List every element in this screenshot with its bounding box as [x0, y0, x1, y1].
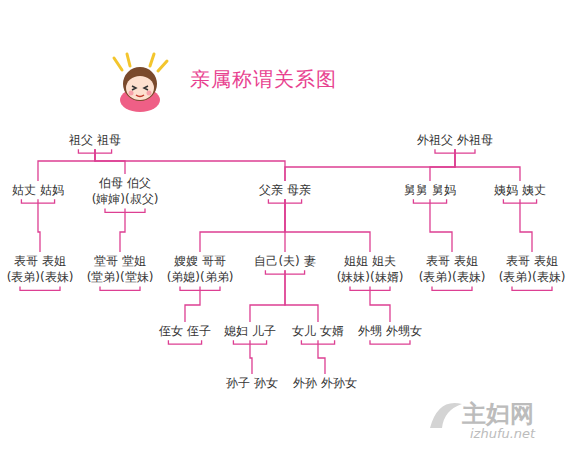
kinship-line [455, 149, 520, 181]
kin-term-text: 嫂嫂 哥哥 (弟媳)(弟弟) [164, 253, 236, 285]
icon-blush [147, 91, 152, 96]
kin-term-text: 姑丈 姑妈 [12, 182, 64, 198]
kin-term: 女儿 女婿 [292, 322, 344, 340]
couple-bracket [512, 286, 552, 290]
kin-term-text: 侄女 侄子 [159, 323, 211, 339]
kin-term-text: 表哥 表姐 (表弟)(表妹) [416, 253, 488, 285]
kin-term-text: 外甥 外甥女 [358, 323, 422, 339]
kin-term: 姨妈 姨丈 [494, 181, 546, 199]
kin-term: 媳妇 儿子 [224, 322, 276, 340]
kin-term: 外祖父 外祖母 [417, 131, 493, 149]
kin-term: 外甥 外甥女 [358, 322, 422, 340]
kin-term: 表哥 表姐 (表弟)(表妹) [4, 252, 76, 286]
kinship-line [285, 199, 370, 252]
kin-term: 侄女 侄子 [159, 322, 211, 340]
couple-bracket [168, 340, 201, 344]
kin-term: 堂哥 堂姐 (堂弟)(堂妹) [84, 252, 156, 286]
kin-term-text: 媳妇 儿子 [224, 323, 276, 339]
couple-bracket [370, 340, 410, 344]
couple-bracket [100, 286, 140, 290]
cartoon-girl-icon [114, 54, 167, 112]
kin-term-text: 外祖父 外祖母 [417, 132, 493, 148]
kin-term-text: 父亲 母亲 [259, 182, 311, 198]
kin-term-text: 舅舅 舅妈 [404, 182, 456, 198]
connectors [38, 149, 532, 374]
kin-term-text: 表哥 表姐 (表弟)(表妹) [4, 253, 76, 285]
kin-term-text: 堂哥 堂姐 (堂弟)(堂妹) [84, 253, 156, 285]
couple-bracket [20, 286, 60, 290]
kinship-line [38, 199, 40, 252]
kinship-line [430, 149, 455, 181]
kin-term-text: 伯母 伯父 (婶婶)(叔父) [88, 175, 162, 207]
watermark-text: 主妇网 [462, 398, 534, 430]
kin-term: 孙子 孙女 [226, 374, 278, 392]
watermark-logo [430, 403, 462, 428]
icon-mouth [136, 95, 144, 97]
kinship-line [430, 199, 452, 252]
icon-hair [123, 67, 157, 101]
kin-term: 舅舅 舅妈 [404, 181, 456, 199]
kin-term-text: 姨妈 姨丈 [494, 182, 546, 198]
kin-term: 表哥 表姐 (表弟)(表妹) [496, 252, 568, 286]
kin-term-text: 自己(夫) 妻 [254, 253, 315, 269]
kin-term: 嫂嫂 哥哥 (弟媳)(弟弟) [164, 252, 236, 286]
kin-term: 自己(夫) 妻 [254, 252, 315, 270]
kin-term-text: 姐姐 姐夫 (妹妹)(妹婿) [334, 253, 406, 285]
kin-term: 外孙 外孙女 [293, 374, 357, 392]
kinship-line [370, 286, 390, 322]
diagram-title: 亲属称谓关系图 [190, 66, 337, 93]
kinship-line [250, 270, 285, 322]
kinship-line [120, 208, 125, 252]
couple-brackets [20, 149, 552, 344]
icon-face [126, 76, 154, 100]
kinship-line [318, 340, 325, 374]
icon-fringe [126, 70, 154, 80]
icon-blush [129, 91, 134, 96]
kin-term: 伯母 伯父 (婶婶)(叔父) [88, 174, 162, 208]
kinship-line [38, 149, 95, 181]
couple-bracket [432, 286, 472, 290]
kinship-line [520, 199, 532, 252]
icon-eyes [132, 86, 148, 90]
kin-term-text: 祖父 祖母 [69, 132, 121, 148]
kinship-line [185, 286, 200, 322]
kin-term-text: 女儿 女婿 [292, 323, 344, 339]
kin-term-text: 孙子 孙女 [226, 375, 278, 391]
logo-swirl [430, 403, 462, 428]
kin-term-text: 表哥 表姐 (表弟)(表妹) [496, 253, 568, 285]
kin-term: 祖父 祖母 [69, 131, 121, 149]
kin-term: 父亲 母亲 [259, 181, 311, 199]
kinship-line [285, 270, 318, 322]
kinship-line [200, 199, 285, 252]
kin-term: 表哥 表姐 (表弟)(表妹) [416, 252, 488, 286]
kin-term: 姑丈 姑妈 [12, 181, 64, 199]
watermark-text: izhufu.net [470, 426, 535, 441]
kin-term: 姐姐 姐夫 (妹妹)(妹婿) [334, 252, 406, 286]
kinship-line [285, 149, 455, 181]
kinship-line [250, 340, 252, 374]
kin-term-text: 外孙 外孙女 [293, 375, 357, 391]
